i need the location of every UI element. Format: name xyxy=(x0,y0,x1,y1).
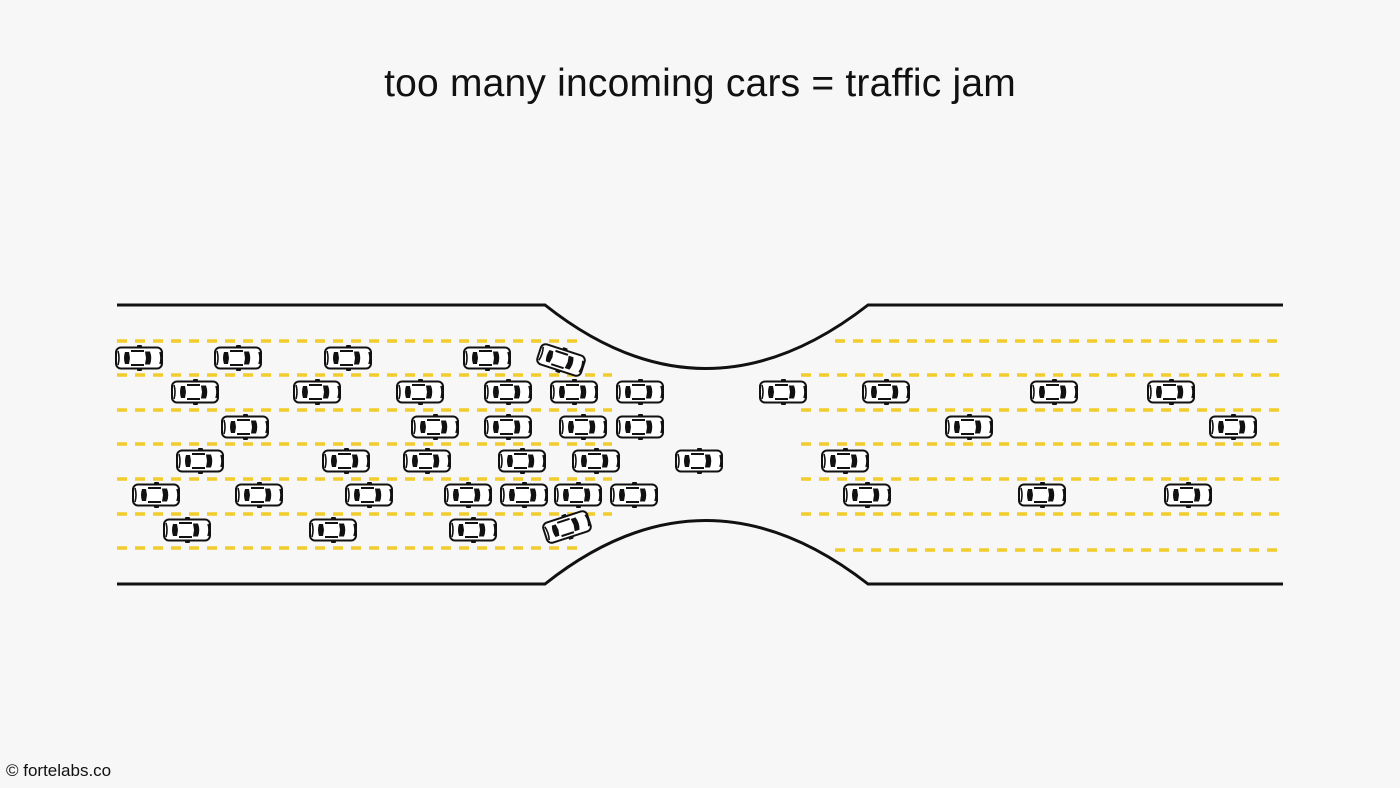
car xyxy=(132,481,180,509)
road-bottom-edge xyxy=(117,519,1283,586)
road-edges xyxy=(117,303,1283,586)
car xyxy=(309,516,357,544)
car xyxy=(559,413,607,441)
lane-markings xyxy=(117,339,1283,552)
slide-title: too many incoming cars = traffic jam xyxy=(384,62,1016,105)
car xyxy=(675,447,723,475)
car xyxy=(176,447,224,475)
car xyxy=(411,413,459,441)
car xyxy=(498,447,546,475)
car xyxy=(610,481,658,509)
car xyxy=(444,481,492,509)
car xyxy=(322,447,370,475)
road-top-edge xyxy=(117,303,1283,370)
car xyxy=(554,481,602,509)
car xyxy=(463,344,511,372)
car xyxy=(862,378,910,406)
car xyxy=(221,413,269,441)
car xyxy=(345,481,393,509)
car xyxy=(449,516,497,544)
car xyxy=(324,344,372,372)
copyright-credit: © fortelabs.co xyxy=(6,761,112,780)
car xyxy=(484,413,532,441)
car xyxy=(945,413,993,441)
car xyxy=(616,413,664,441)
car xyxy=(171,378,219,406)
car xyxy=(396,378,444,406)
car xyxy=(1018,481,1066,509)
car xyxy=(550,378,598,406)
car xyxy=(403,447,451,475)
car xyxy=(616,378,664,406)
car xyxy=(534,339,588,381)
car xyxy=(484,378,532,406)
car xyxy=(293,378,341,406)
car xyxy=(759,378,807,406)
car xyxy=(572,447,620,475)
car xyxy=(1164,481,1212,509)
car xyxy=(235,481,283,509)
car xyxy=(1209,413,1257,441)
car xyxy=(1147,378,1195,406)
car xyxy=(214,344,262,372)
car xyxy=(115,344,163,372)
car xyxy=(500,481,548,509)
car xyxy=(163,516,211,544)
car xyxy=(1030,378,1078,406)
car xyxy=(843,481,891,509)
car xyxy=(821,447,869,475)
